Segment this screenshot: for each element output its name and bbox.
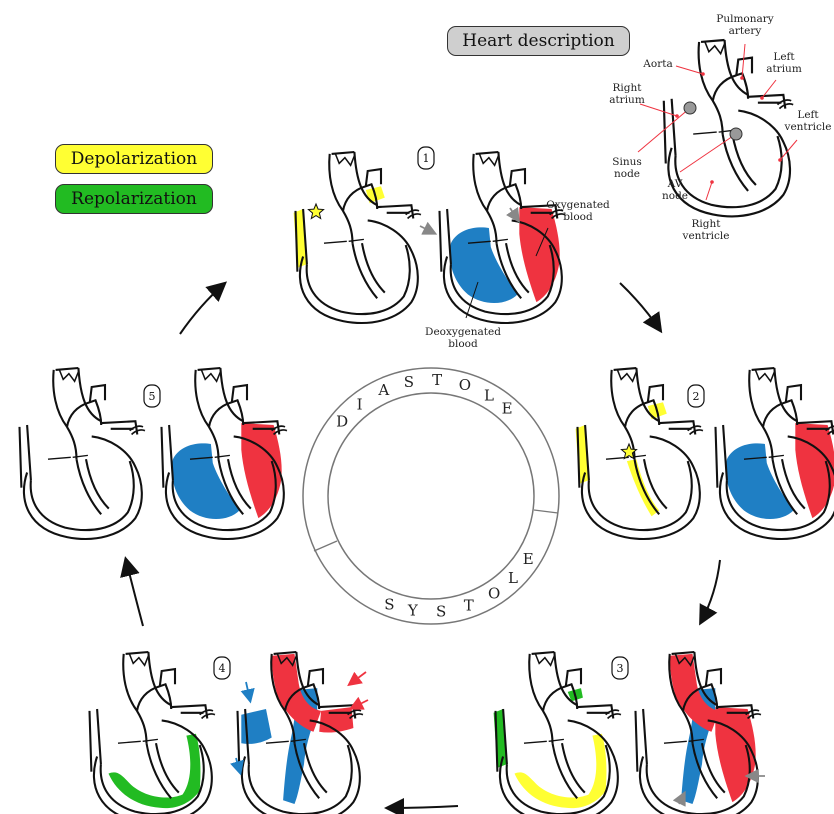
heart-step5-electrical xyxy=(20,368,145,539)
heart-step2-electrical xyxy=(576,368,703,539)
systole-letter: E xyxy=(523,550,534,568)
systole-letter: S xyxy=(384,595,394,613)
systole-letter: T xyxy=(464,597,474,615)
arrow-3-to-4 xyxy=(388,806,458,808)
ring-divider-left xyxy=(314,541,337,551)
step-number: 2 xyxy=(693,390,700,403)
red-flow-arrow xyxy=(352,700,368,708)
step-number: 3 xyxy=(617,662,624,675)
arrow-4-to-5 xyxy=(126,560,143,626)
red-flow-arrow xyxy=(350,672,366,684)
step-number: 1 xyxy=(423,152,430,165)
gray-flow-arrow xyxy=(420,226,434,233)
diastole-letter: A xyxy=(377,381,389,399)
heart-step1-electrical xyxy=(294,152,421,323)
label-pointer-dot xyxy=(778,158,782,162)
diastole-letter: E xyxy=(502,399,513,417)
label-pointer-dot xyxy=(740,76,744,80)
label-pointer-dot xyxy=(675,114,679,118)
systole-letter: S xyxy=(436,603,446,621)
blue-flow-arrow xyxy=(246,682,250,700)
label-pointer-dot xyxy=(701,72,705,76)
arrow-2-to-3 xyxy=(701,560,720,622)
systole-letter: Y xyxy=(407,602,419,620)
diastole-letter: L xyxy=(484,387,494,405)
arrow-1-to-2 xyxy=(620,283,660,330)
ring-divider-right xyxy=(534,510,558,513)
label-aorta: Aorta xyxy=(642,58,672,70)
cycle-arrows xyxy=(126,283,720,808)
step-number: 5 xyxy=(149,390,156,403)
heart-step4-blood xyxy=(238,652,363,814)
label-pointer-dot xyxy=(760,96,764,100)
heart-step1-blood xyxy=(440,152,565,323)
heart-step3-electrical xyxy=(494,652,621,814)
step-number: 4 xyxy=(219,662,226,675)
heart-step2-blood xyxy=(716,368,834,539)
gray-flow-arrow xyxy=(510,208,518,220)
arrow-5-to-1 xyxy=(180,284,224,334)
diastole-letter: D xyxy=(336,412,348,430)
diastole-letter: O xyxy=(459,376,471,394)
heart-step5-blood xyxy=(162,368,287,539)
diastole-letter: I xyxy=(357,396,363,414)
sinus-star-icon xyxy=(308,204,323,219)
diastole-letter: S xyxy=(404,373,414,391)
label-pointer xyxy=(706,182,712,200)
label-pointer-dot xyxy=(710,180,714,184)
ring-inner xyxy=(328,393,534,599)
systole-letter: L xyxy=(508,569,518,587)
heart-step4-electrical xyxy=(90,652,215,814)
heart-step3-blood xyxy=(636,652,761,814)
systole-letter: O xyxy=(488,584,500,602)
ring-outer xyxy=(303,368,559,624)
diastole-letter: T xyxy=(432,371,442,389)
label-pointer xyxy=(742,44,745,78)
sinus-node-marker xyxy=(684,102,696,114)
av-node-marker xyxy=(730,128,742,140)
